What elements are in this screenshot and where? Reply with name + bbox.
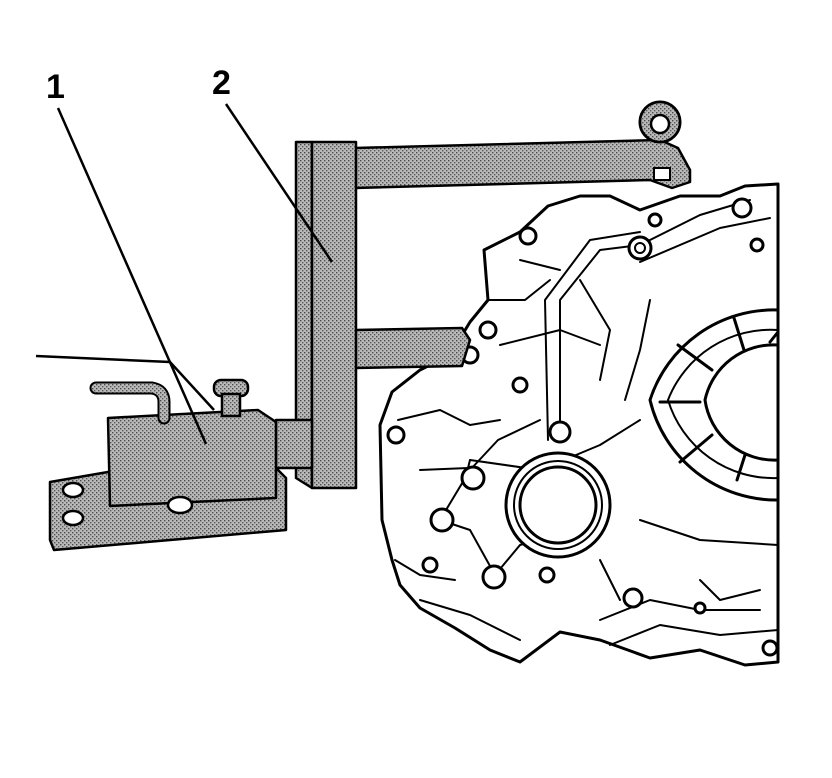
bench-mount-1 (48, 378, 288, 552)
reference-line (35, 354, 215, 411)
leader-line-2 (224, 103, 334, 263)
callout-label-1: 1 (46, 68, 65, 106)
leader-lines (35, 103, 334, 445)
holding-fixture-2 (274, 100, 692, 490)
callout-label-2: 2 (212, 64, 231, 102)
leader-line-1 (56, 107, 208, 445)
transmission-case (378, 182, 780, 667)
